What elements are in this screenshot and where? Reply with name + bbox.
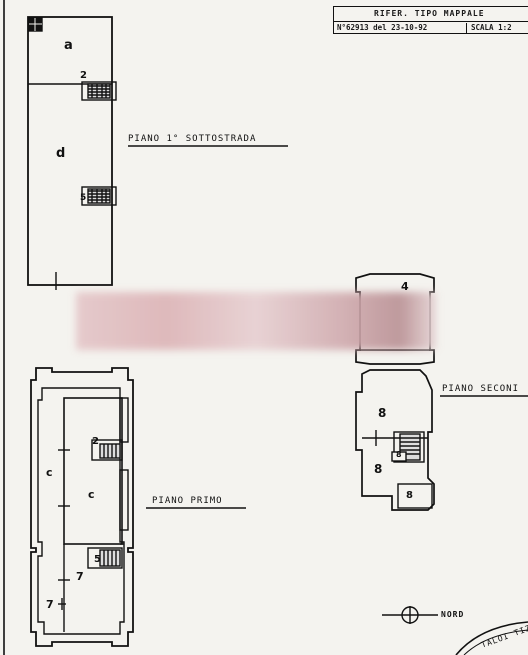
room-stair-basement-5: 5 — [80, 193, 87, 203]
compass-label: NORD — [441, 610, 465, 619]
room-8-small: 8 — [396, 450, 402, 459]
room-second-top: 4 — [401, 280, 409, 293]
room-stair-first-5: 5 — [94, 554, 101, 565]
room-a: a — [64, 38, 73, 53]
room-stair-basement-2: 2 — [80, 70, 87, 81]
room-8-top: 8 — [378, 406, 387, 420]
reference-title: RIFER. TIPO MAPPALE — [374, 9, 485, 18]
second-stair-5 — [391, 431, 425, 463]
room-stair-first-2: 2 — [92, 436, 99, 447]
basement-stair-2 — [81, 81, 117, 101]
room-8-bottom: 8 — [406, 490, 413, 501]
north-compass — [382, 606, 438, 624]
second-floor-plan — [355, 273, 435, 511]
label-second-floor: PIANO SECONI — [442, 384, 520, 394]
basement-stair-5 — [81, 186, 117, 206]
room-7-center: 7 — [76, 570, 84, 583]
first-stair-5 — [87, 547, 123, 569]
room-8-mid: 8 — [374, 462, 383, 476]
reference-scale: SCALA 1:2 — [466, 23, 512, 34]
room-c-center: c — [88, 488, 95, 501]
stamp-arc — [455, 621, 528, 655]
second-floor-top-outline — [355, 273, 435, 365]
first-floor-plan — [30, 367, 134, 647]
label-first-floor: PIANO PRIMO — [152, 496, 223, 506]
first-floor-core — [63, 397, 123, 545]
reference-row: N°62913 del 23-10-92 SCALA 1:2 — [334, 21, 528, 34]
basement-outline — [27, 16, 113, 286]
room-d: d — [56, 146, 66, 161]
second-floor-bottom-outline — [355, 369, 435, 511]
reference-number: N°62913 del 23-10-92 — [337, 23, 428, 32]
first-stair-2 — [91, 439, 123, 461]
basement-plan — [27, 16, 117, 290]
room-7-left: 7 — [46, 598, 54, 611]
reference-box: RIFER. TIPO MAPPALE N°62913 del 23-10-92… — [333, 6, 528, 34]
redacted-area — [76, 292, 436, 350]
room-c-left: c — [46, 466, 53, 479]
label-basement: PIANO 1° SOTTOSTRADA — [128, 134, 257, 144]
first-floor-outer-outline — [30, 367, 134, 647]
